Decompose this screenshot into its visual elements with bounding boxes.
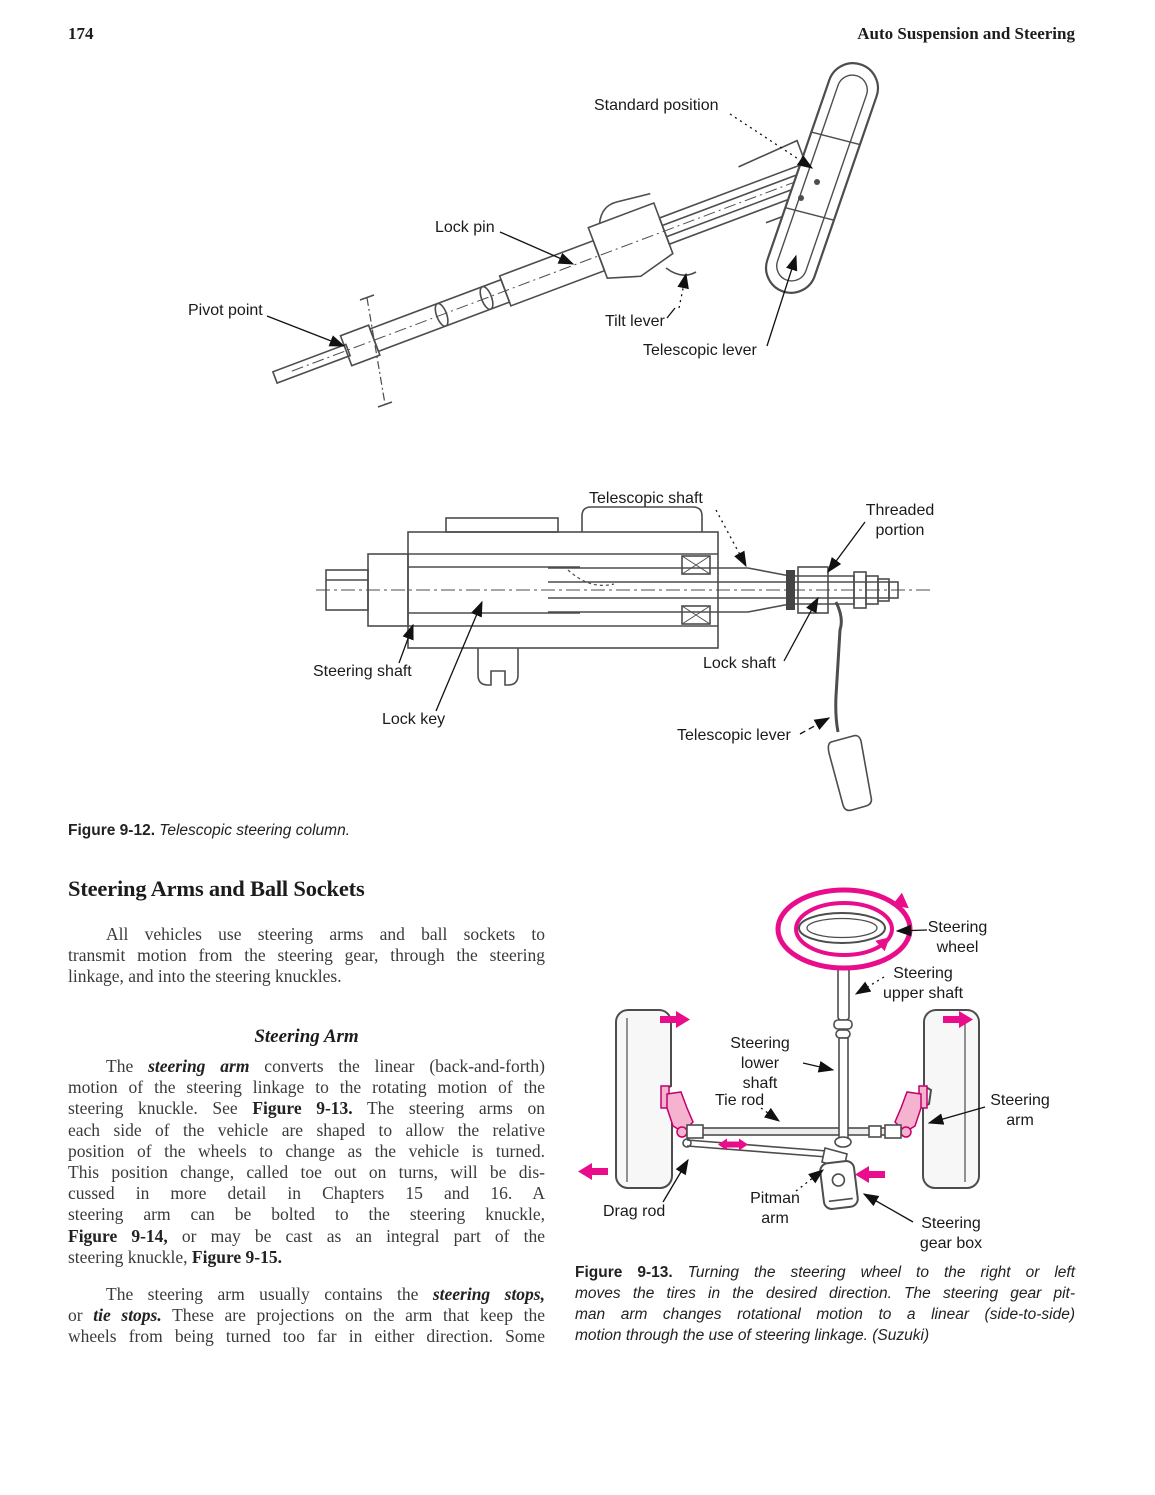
text-line: or tie stops. These are projections on t… bbox=[68, 1305, 545, 1326]
diagram-label: Pivot point bbox=[188, 302, 263, 319]
diagram-label: Telescopic lever bbox=[677, 727, 791, 744]
text-line: The steering arm converts the linear (ba… bbox=[106, 1056, 545, 1076]
body-paragraph-1: All vehicles use steering arms and ball … bbox=[68, 924, 545, 988]
subsection-heading: Steering Arm bbox=[254, 1026, 359, 1047]
diagram-label: Pitman arm bbox=[750, 1190, 800, 1227]
figure-9-12-caption: Figure 9-12. Telescopic steering column. bbox=[68, 820, 545, 841]
text-line: position of the wheels to change as the … bbox=[68, 1140, 545, 1161]
text-line: Figure 9-13. Turning the steering wheel … bbox=[575, 1264, 1075, 1281]
body-paragraph-3: The steering arm usually contains the st… bbox=[68, 1284, 545, 1348]
diagram-label: Lock pin bbox=[435, 219, 495, 236]
text-line: cussed in more detail in Chapters 15 and… bbox=[68, 1183, 545, 1204]
text-line: Figure 9-14, or may be cast as an integr… bbox=[68, 1225, 545, 1246]
text-line: steering arm can be bolted to the steeri… bbox=[68, 1204, 545, 1225]
body-paragraph-2: The steering arm converts the linear (ba… bbox=[68, 1056, 545, 1268]
diagram-label: Steering wheel bbox=[927, 919, 988, 956]
text-line: motion through the use of steering linka… bbox=[575, 1327, 930, 1344]
figure-9-13-caption: Figure 9-13. Turning the steering wheel … bbox=[575, 1262, 1075, 1346]
text-line: motion of the steering linkage to the ro… bbox=[68, 1077, 545, 1098]
section-heading: Steering Arms and Ball Sockets bbox=[68, 876, 365, 901]
direction-arrows bbox=[578, 1011, 973, 1183]
diagram-label: Drag rod bbox=[603, 1203, 666, 1220]
page-number: 174 bbox=[68, 24, 94, 43]
text-line: man arm changes rotational motion to a l… bbox=[575, 1306, 1075, 1323]
text-line: linkage, and into the steering knuckles. bbox=[68, 966, 342, 987]
diagram-label: Standard position bbox=[594, 97, 719, 114]
diagram-label: Steering arm bbox=[990, 1092, 1050, 1129]
text-line: The steering arm usually contains the st… bbox=[106, 1284, 545, 1304]
diagram-label: Telescopic lever bbox=[643, 342, 757, 359]
diagram-label: Tilt lever bbox=[605, 313, 665, 330]
text-line: each side of the vehicle are shaped to a… bbox=[68, 1119, 545, 1140]
diagram-label: Steering lower shaft bbox=[730, 1035, 790, 1092]
diagram-label: Lock shaft bbox=[703, 655, 776, 672]
diagram-label: Steering gear box bbox=[919, 1215, 983, 1252]
text-line: wheels from being turned too far in eith… bbox=[68, 1326, 545, 1347]
text-line: steering knuckle, Figure 9-15. bbox=[68, 1246, 283, 1267]
text-line: moves the tires in the desired direction… bbox=[575, 1285, 1075, 1302]
diagram-label: Lock key bbox=[382, 711, 446, 728]
text-line: This position change, called toe out on … bbox=[68, 1162, 545, 1183]
running-header-title: Auto Suspension and Steering bbox=[857, 24, 1075, 43]
text-line: Figure 9-12. Telescopic steering column. bbox=[68, 822, 350, 839]
text-line: steering knuckle. See Figure 9-13. The s… bbox=[68, 1098, 545, 1119]
steering-linkage-art bbox=[578, 887, 986, 1223]
steering-column-isometric-art bbox=[266, 62, 880, 408]
steering-column-section-art bbox=[316, 506, 932, 812]
diagram-label: Steering shaft bbox=[313, 663, 412, 680]
text-line: transmit motion from the steering gear, … bbox=[68, 945, 545, 966]
diagram-label: Steering upper shaft bbox=[882, 965, 964, 1002]
diagram-label: Telescopic shaft bbox=[589, 490, 703, 507]
text-line: All vehicles use steering arms and ball … bbox=[106, 924, 545, 944]
diagram-label: Tie rod bbox=[715, 1092, 765, 1109]
diagram-label: Threaded portion bbox=[865, 502, 935, 539]
